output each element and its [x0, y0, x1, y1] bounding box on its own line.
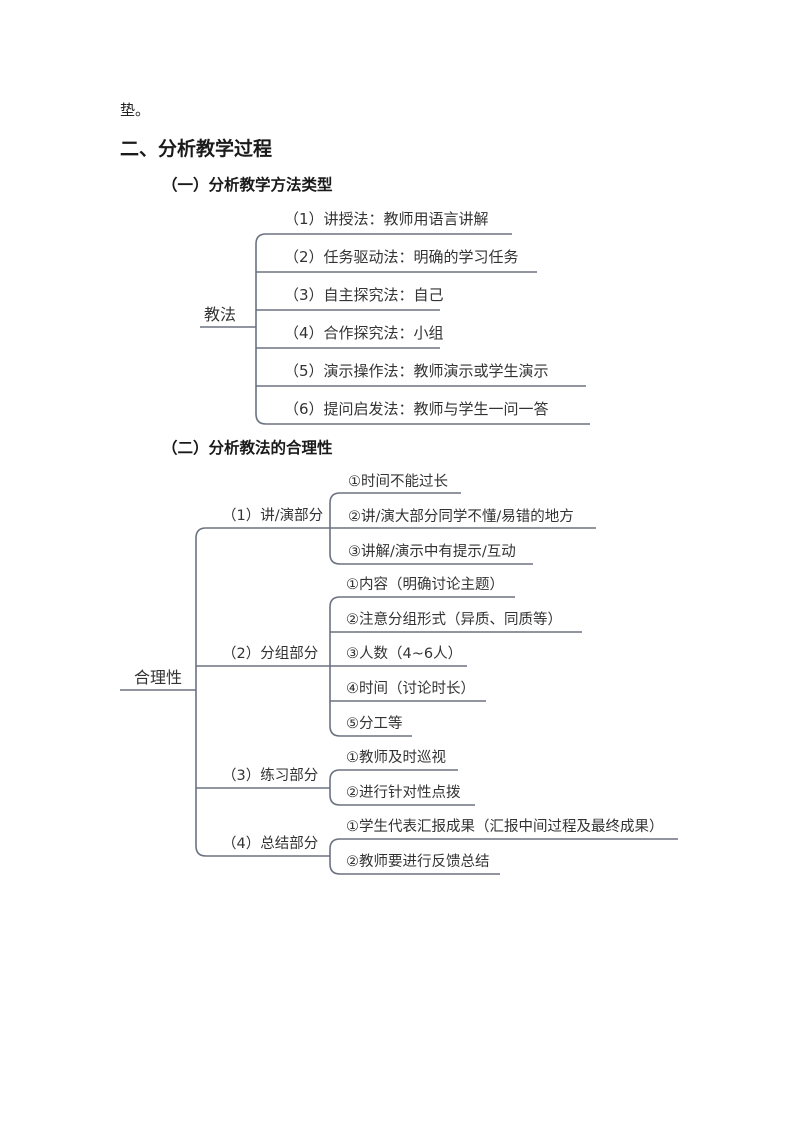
- reason-leaf-label: ②教师要进行反馈总结: [346, 853, 490, 870]
- method-branch-label: （5）演示操作法：教师演示或学生演示: [284, 362, 549, 380]
- reason-leaf-label: ①时间不能过长: [348, 473, 448, 490]
- subsection-title-methods: （一）分析教学方法类型: [162, 176, 333, 194]
- reason-leaf-label: ②讲/演大部分同学不懂/易错的地方: [348, 508, 574, 525]
- mind-map-root-label: 教法: [204, 305, 236, 324]
- subsection-title-rationality: （二）分析教法的合理性: [162, 439, 333, 457]
- reason-leaf-label: ②注意分组形式（异质、同质等）: [346, 610, 562, 628]
- mind-map-rationality: （1）讲/演部分 （2）分组部分 （3）练习部分 （4）总结部分 合理性 ①时间…: [120, 473, 678, 875]
- reason-leaf-label: ④时间（讨论时长）: [346, 680, 475, 697]
- reason-leaf-label: ①内容（明确讨论主题）: [346, 576, 504, 593]
- mind-map-methods: 教法 （1）讲授法：教师用语言讲解 （2）任务驱动法：明确的学习任务 （3）自主…: [200, 210, 590, 425]
- method-branch-label: （1）讲授法：教师用语言讲解: [284, 210, 489, 228]
- reason-branch-label: （1）讲/演部分: [222, 507, 323, 524]
- reason-leaf-label: ⑤分工等: [346, 714, 403, 732]
- reason-leaf-label: ②进行针对性点拨: [346, 784, 461, 801]
- reason-branch-label: （4）总结部分: [222, 835, 318, 852]
- reason-branch-label: （3）练习部分: [222, 767, 318, 784]
- section-title: 二、分析教学过程: [120, 138, 273, 160]
- reason-leaf-label: ①学生代表汇报成果（汇报中间过程及最终成果）: [346, 818, 664, 835]
- reason-branch-label: （2）分组部分: [222, 645, 318, 662]
- reason-leaf-label: ③人数（4~6人）: [346, 645, 462, 662]
- method-branch-label: （4）合作探究法：小组: [284, 324, 444, 342]
- reason-leaf-label: ③讲解/演示中有提示/互动: [348, 543, 516, 560]
- continuation-text: 垫。: [120, 101, 151, 119]
- mind-map-root-label: 合理性: [134, 668, 182, 687]
- method-branch-label: （3）自主探究法：自己: [284, 286, 444, 304]
- method-branch-label: （6）提问启发法：教师与学生一问一答: [284, 400, 549, 418]
- method-branch-label: （2）任务驱动法：明确的学习任务: [284, 248, 519, 266]
- reason-leaf-label: ①教师及时巡视: [346, 749, 446, 766]
